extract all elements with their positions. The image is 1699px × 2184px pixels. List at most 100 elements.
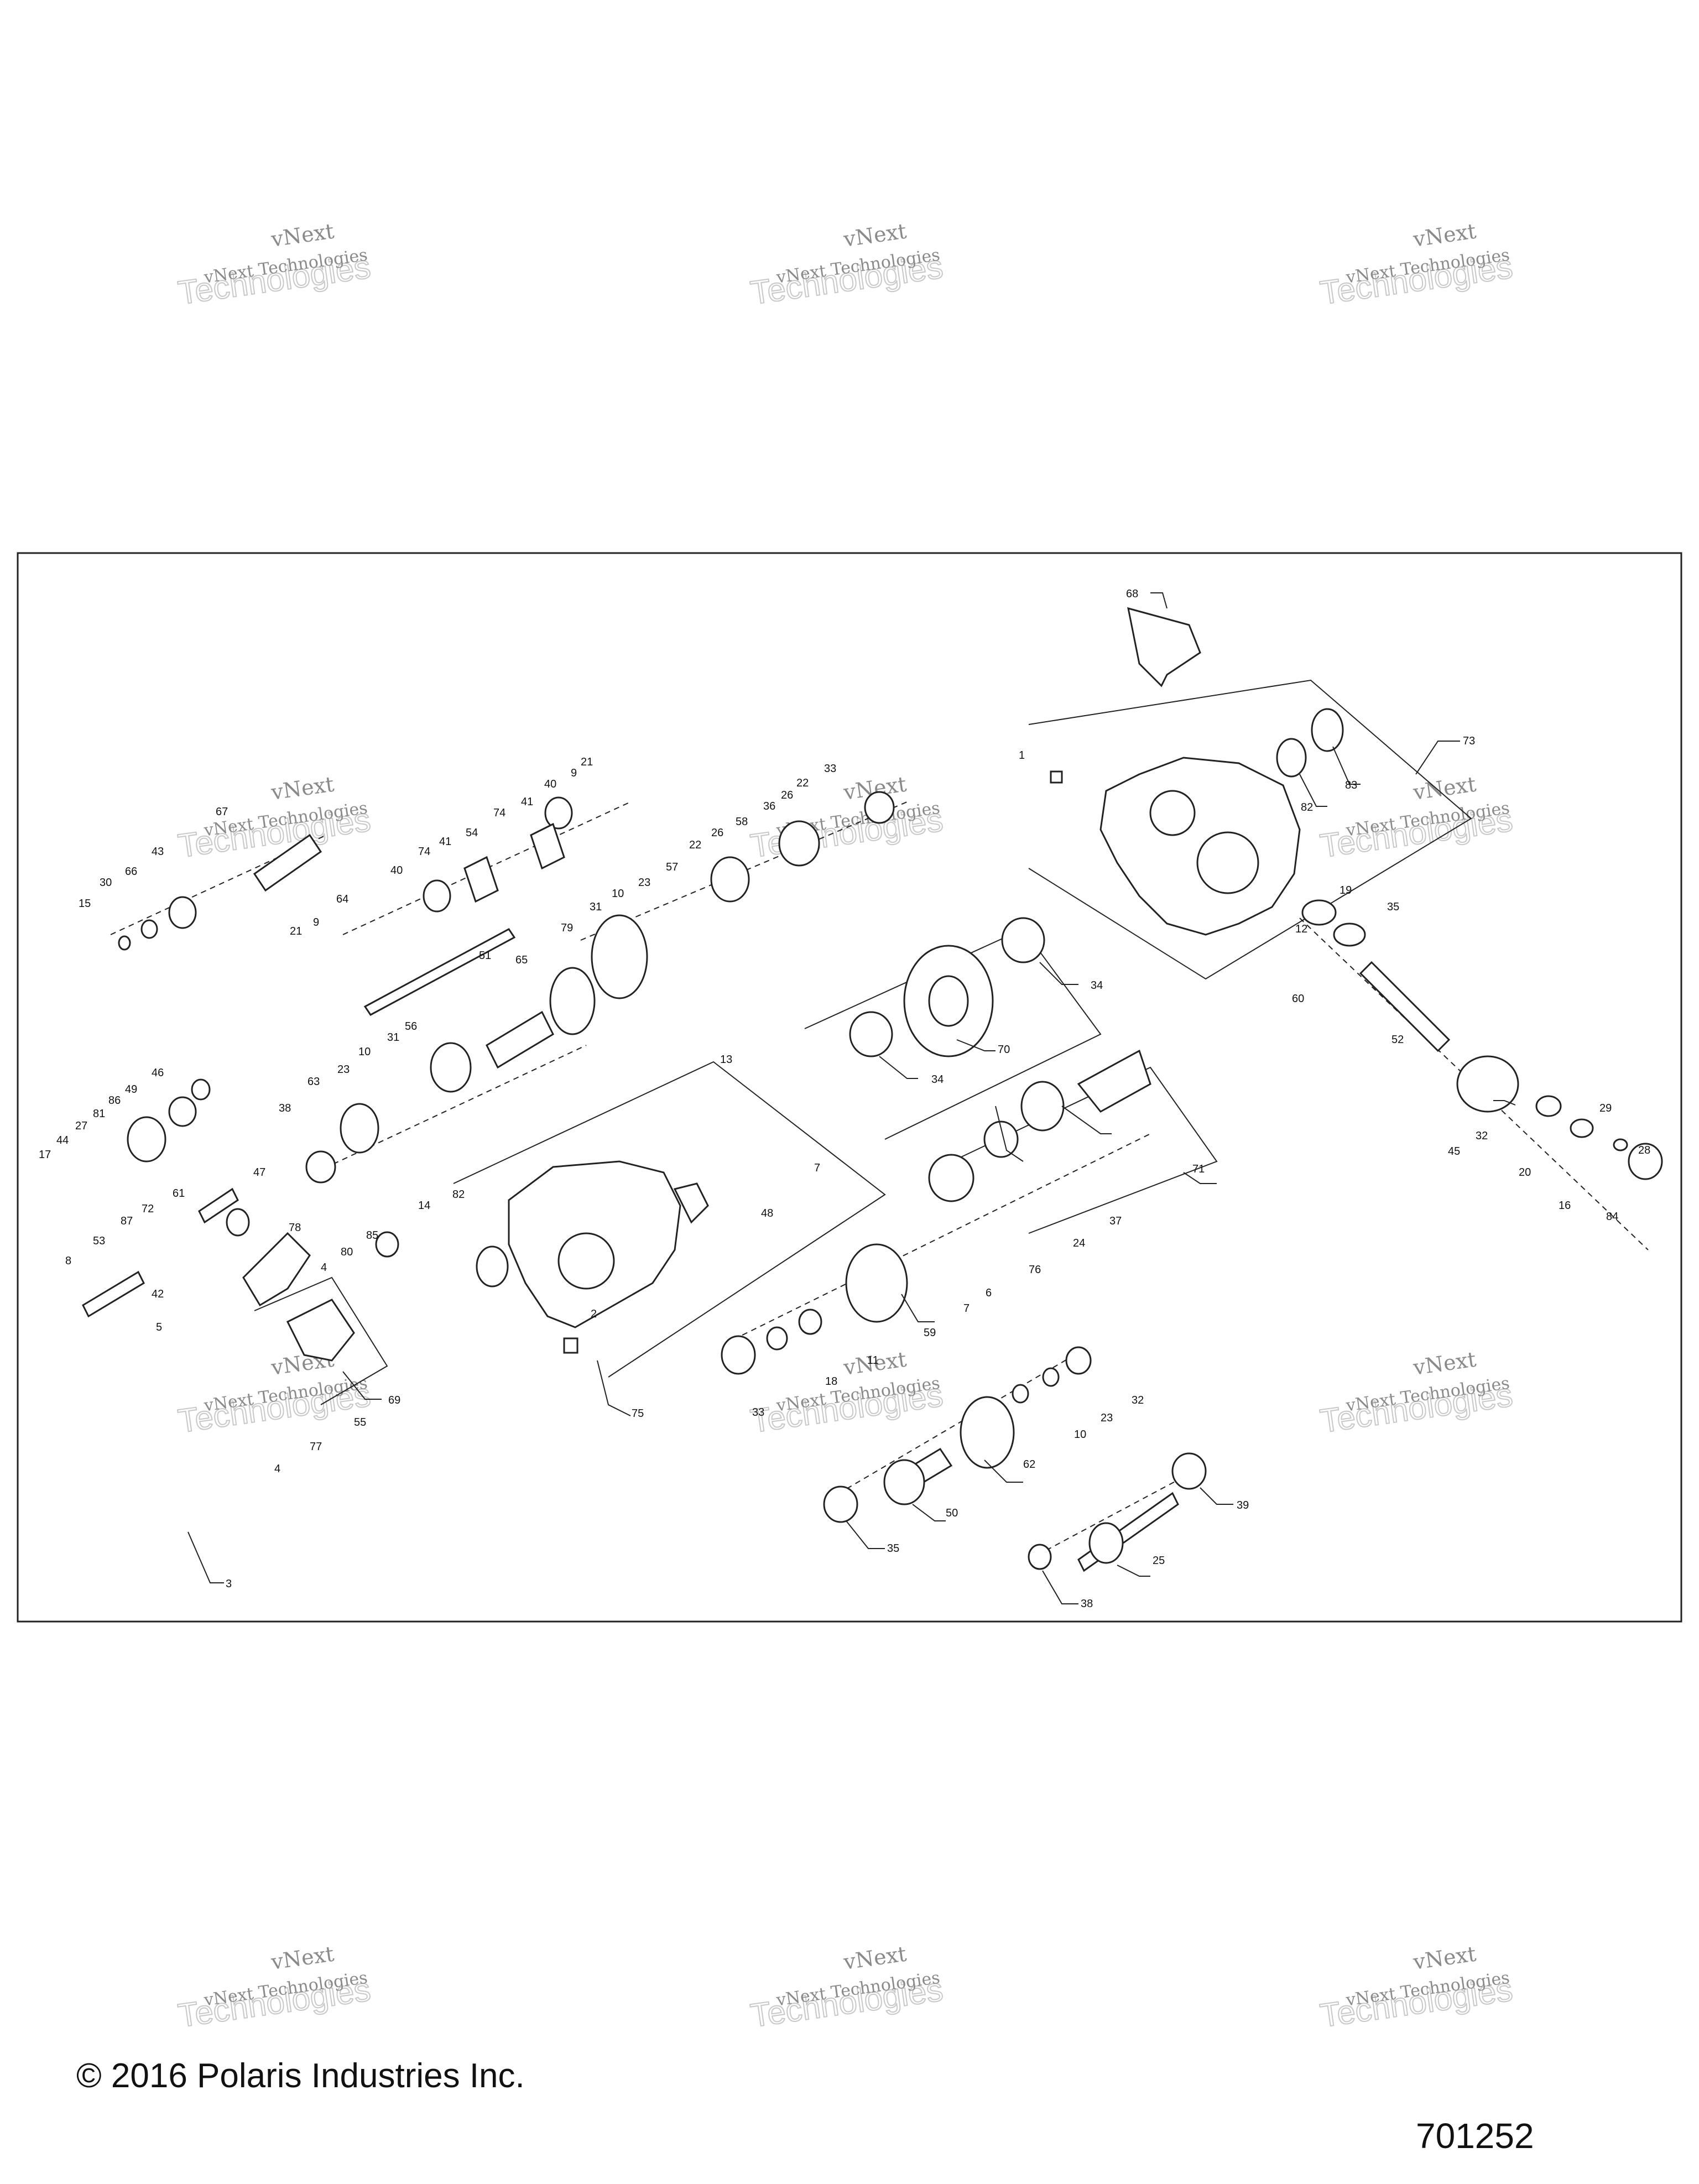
watermark: Technologies vNext vNext Technologies <box>748 219 946 312</box>
callout-66: 66 <box>125 866 137 878</box>
callout-87: 87 <box>121 1215 133 1227</box>
callout-44: 44 <box>56 1134 69 1146</box>
callout-84: 84 <box>1606 1211 1618 1223</box>
parts <box>82 607 1663 1572</box>
callout-65: 65 <box>515 954 528 966</box>
watermark-line1: vNext <box>1411 1942 1478 1975</box>
washer-23 <box>1042 1367 1060 1387</box>
callout-7: 7 <box>814 1162 820 1174</box>
seal-82 <box>476 1245 509 1288</box>
callout-25: 25 <box>1153 1555 1165 1567</box>
callout-81: 81 <box>93 1108 105 1120</box>
callout-39: 39 <box>1237 1499 1249 1511</box>
callout-76: 76 <box>1029 1264 1041 1276</box>
callout-2: 2 <box>591 1308 597 1320</box>
callout-4: 4 <box>321 1262 327 1274</box>
leader <box>901 1294 935 1322</box>
fork-74 <box>530 822 565 870</box>
shaft-52 <box>1359 961 1451 1052</box>
watermark-line1: vNext <box>1411 1347 1478 1380</box>
callout-72: 72 <box>142 1203 154 1215</box>
callout-9: 9 <box>313 916 319 929</box>
pinion-71 <box>1077 1049 1151 1113</box>
callout-11: 11 <box>867 1354 879 1367</box>
watermark-group-inner: Technologies vNext vNext Technologies Te… <box>175 772 1515 1441</box>
callout-83: 83 <box>1345 779 1357 791</box>
callout-17: 17 <box>39 1149 51 1161</box>
watermark-line1: vNext <box>842 219 908 252</box>
callout-85: 85 <box>366 1229 378 1242</box>
callout-7: 7 <box>963 1302 970 1315</box>
bearing-37 <box>1020 1081 1065 1132</box>
callout-15: 15 <box>79 898 91 910</box>
box-73 <box>1028 679 1472 980</box>
axis-lines <box>110 801 1649 1560</box>
callout-6: 6 <box>986 1287 992 1299</box>
callout-18: 18 <box>825 1375 837 1388</box>
leader <box>912 1504 946 1521</box>
callout-82: 82 <box>452 1189 465 1201</box>
callout-41: 41 <box>439 836 451 848</box>
watermark-line1: vNext <box>269 1942 336 1975</box>
watermark-line1: vNext <box>269 772 336 805</box>
watermark-line1: vNext <box>842 1942 908 1975</box>
motor-69 <box>286 1299 355 1362</box>
callout-74: 74 <box>418 846 430 858</box>
lever-53 <box>82 1270 145 1318</box>
gear-59 <box>845 1243 908 1323</box>
callout-49: 49 <box>125 1083 137 1096</box>
shim-24 <box>983 1120 1019 1158</box>
case-bore <box>1196 831 1259 894</box>
callout-71: 71 <box>1192 1163 1205 1175</box>
shaft-67 <box>253 833 322 892</box>
leader <box>1415 741 1460 775</box>
callout-42: 42 <box>152 1288 164 1300</box>
copyright-notice: © 2016 Polaris Industries Inc. <box>76 2057 525 2095</box>
watermark: Technologies vNext vNext Technologies <box>175 1942 373 2035</box>
callout-35: 35 <box>887 1542 899 1555</box>
washer-18 <box>766 1326 788 1351</box>
callout-40: 40 <box>544 778 556 790</box>
callout-74: 74 <box>493 807 505 819</box>
callout-31: 31 <box>590 901 602 913</box>
callout-50: 50 <box>946 1507 958 1519</box>
watermark: Technologies vNext vNext Technologies <box>1317 1347 1515 1441</box>
callout-59: 59 <box>924 1327 936 1339</box>
bearing-33 <box>721 1335 756 1375</box>
callout-21: 21 <box>581 756 593 768</box>
spring-40 <box>423 879 451 913</box>
shaft-61 <box>198 1187 239 1224</box>
bearing-35 <box>823 1485 858 1523</box>
watermark: Technologies vNext vNext Technologies <box>1317 772 1515 866</box>
watermark: Technologies vNext vNext Technologies <box>748 1347 946 1441</box>
callout-22: 22 <box>689 839 701 851</box>
bearing-34 <box>1001 917 1045 963</box>
callout-8: 8 <box>65 1255 71 1267</box>
callout-54: 54 <box>466 827 478 839</box>
callout-69: 69 <box>388 1394 400 1406</box>
callout-53: 53 <box>93 1235 105 1247</box>
case-half-73 <box>1099 757 1301 936</box>
callout-51: 51 <box>479 950 491 962</box>
watermark: Technologies vNext vNext Technologies <box>175 1347 373 1441</box>
callout-34: 34 <box>1091 979 1103 992</box>
chain-79 <box>591 914 648 999</box>
callout-4: 4 <box>274 1463 280 1475</box>
case-bore <box>1149 790 1196 836</box>
callout-61: 61 <box>173 1187 185 1200</box>
callouts: 68 73 83 82 1 19 35 12 60 52 29 28 45 32… <box>39 588 1650 1610</box>
watermark: Technologies vNext vNext Technologies <box>1317 1942 1515 2035</box>
leader <box>1183 1172 1217 1184</box>
callout-38: 38 <box>279 1102 291 1114</box>
callout-45: 45 <box>1448 1145 1460 1158</box>
leader-lines <box>187 592 1516 1604</box>
callout-35: 35 <box>1387 901 1399 913</box>
watermark: Technologies vNext vNext Technologies <box>748 772 946 866</box>
callout-64: 64 <box>336 893 348 905</box>
callout-52: 52 <box>1391 1034 1404 1046</box>
axis-line <box>1028 1471 1195 1560</box>
callout-10: 10 <box>612 888 624 900</box>
callout-23: 23 <box>337 1064 350 1076</box>
figure-number: 701252 <box>1416 2116 1534 2156</box>
callout-73: 73 <box>1463 735 1475 747</box>
